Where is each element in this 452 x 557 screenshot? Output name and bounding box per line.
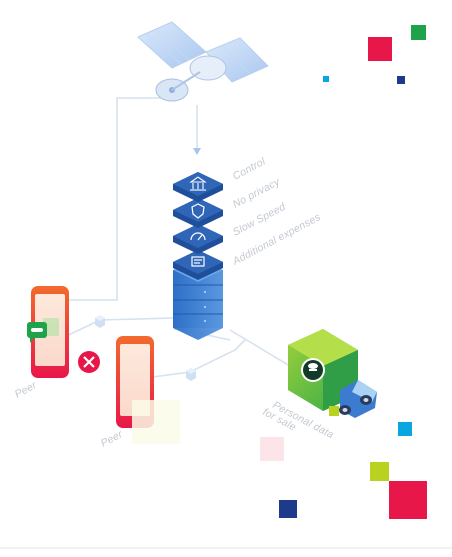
- decorative-squares: [260, 25, 427, 519]
- peer-right-line: [144, 339, 246, 379]
- speedometer-icon: [190, 232, 206, 241]
- satellite-body: [189, 55, 227, 81]
- square-green: [411, 25, 426, 40]
- connector-nodes: [95, 315, 196, 381]
- close-icon: [78, 351, 100, 373]
- shield-icon: [191, 203, 205, 219]
- square-navy-small: [397, 76, 405, 84]
- square-pink: [260, 437, 284, 461]
- square-lime-small: [329, 406, 339, 416]
- chat-bubble-icon: [27, 322, 47, 343]
- tier-control: [173, 172, 223, 202]
- tier-additional-expenses: [173, 250, 223, 280]
- peer-link-line: [57, 317, 176, 341]
- connector-node: [186, 368, 196, 381]
- square-cyan-small: [323, 76, 329, 82]
- bank-icon: [189, 176, 207, 191]
- stack-labels: Control No privacy Slow Speed Additional…: [230, 155, 323, 268]
- server-stack: [173, 172, 223, 340]
- tier-no-privacy: [173, 198, 223, 228]
- satellite-link-line: [62, 97, 160, 301]
- square-cyan: [398, 422, 412, 436]
- label-peer-right: Peer: [99, 428, 125, 450]
- spy-icon: [301, 358, 325, 382]
- receipt-icon: [191, 256, 205, 267]
- peer-phone-right: [116, 336, 180, 444]
- satellite: [137, 21, 269, 102]
- peer-phone-left: [27, 286, 69, 378]
- square-lime: [370, 462, 389, 481]
- square-red-large: [389, 481, 427, 519]
- square-red: [368, 37, 392, 61]
- arrow-down-icon: [193, 148, 201, 155]
- delivery-truck: [288, 329, 377, 418]
- label-peer-left: Peer: [13, 379, 39, 401]
- label-additional-expenses: Additional expenses: [230, 211, 323, 268]
- label-control: Control: [231, 155, 268, 182]
- square-navy: [279, 500, 297, 518]
- connector-node: [95, 315, 105, 328]
- tier-slow-speed: [173, 224, 223, 254]
